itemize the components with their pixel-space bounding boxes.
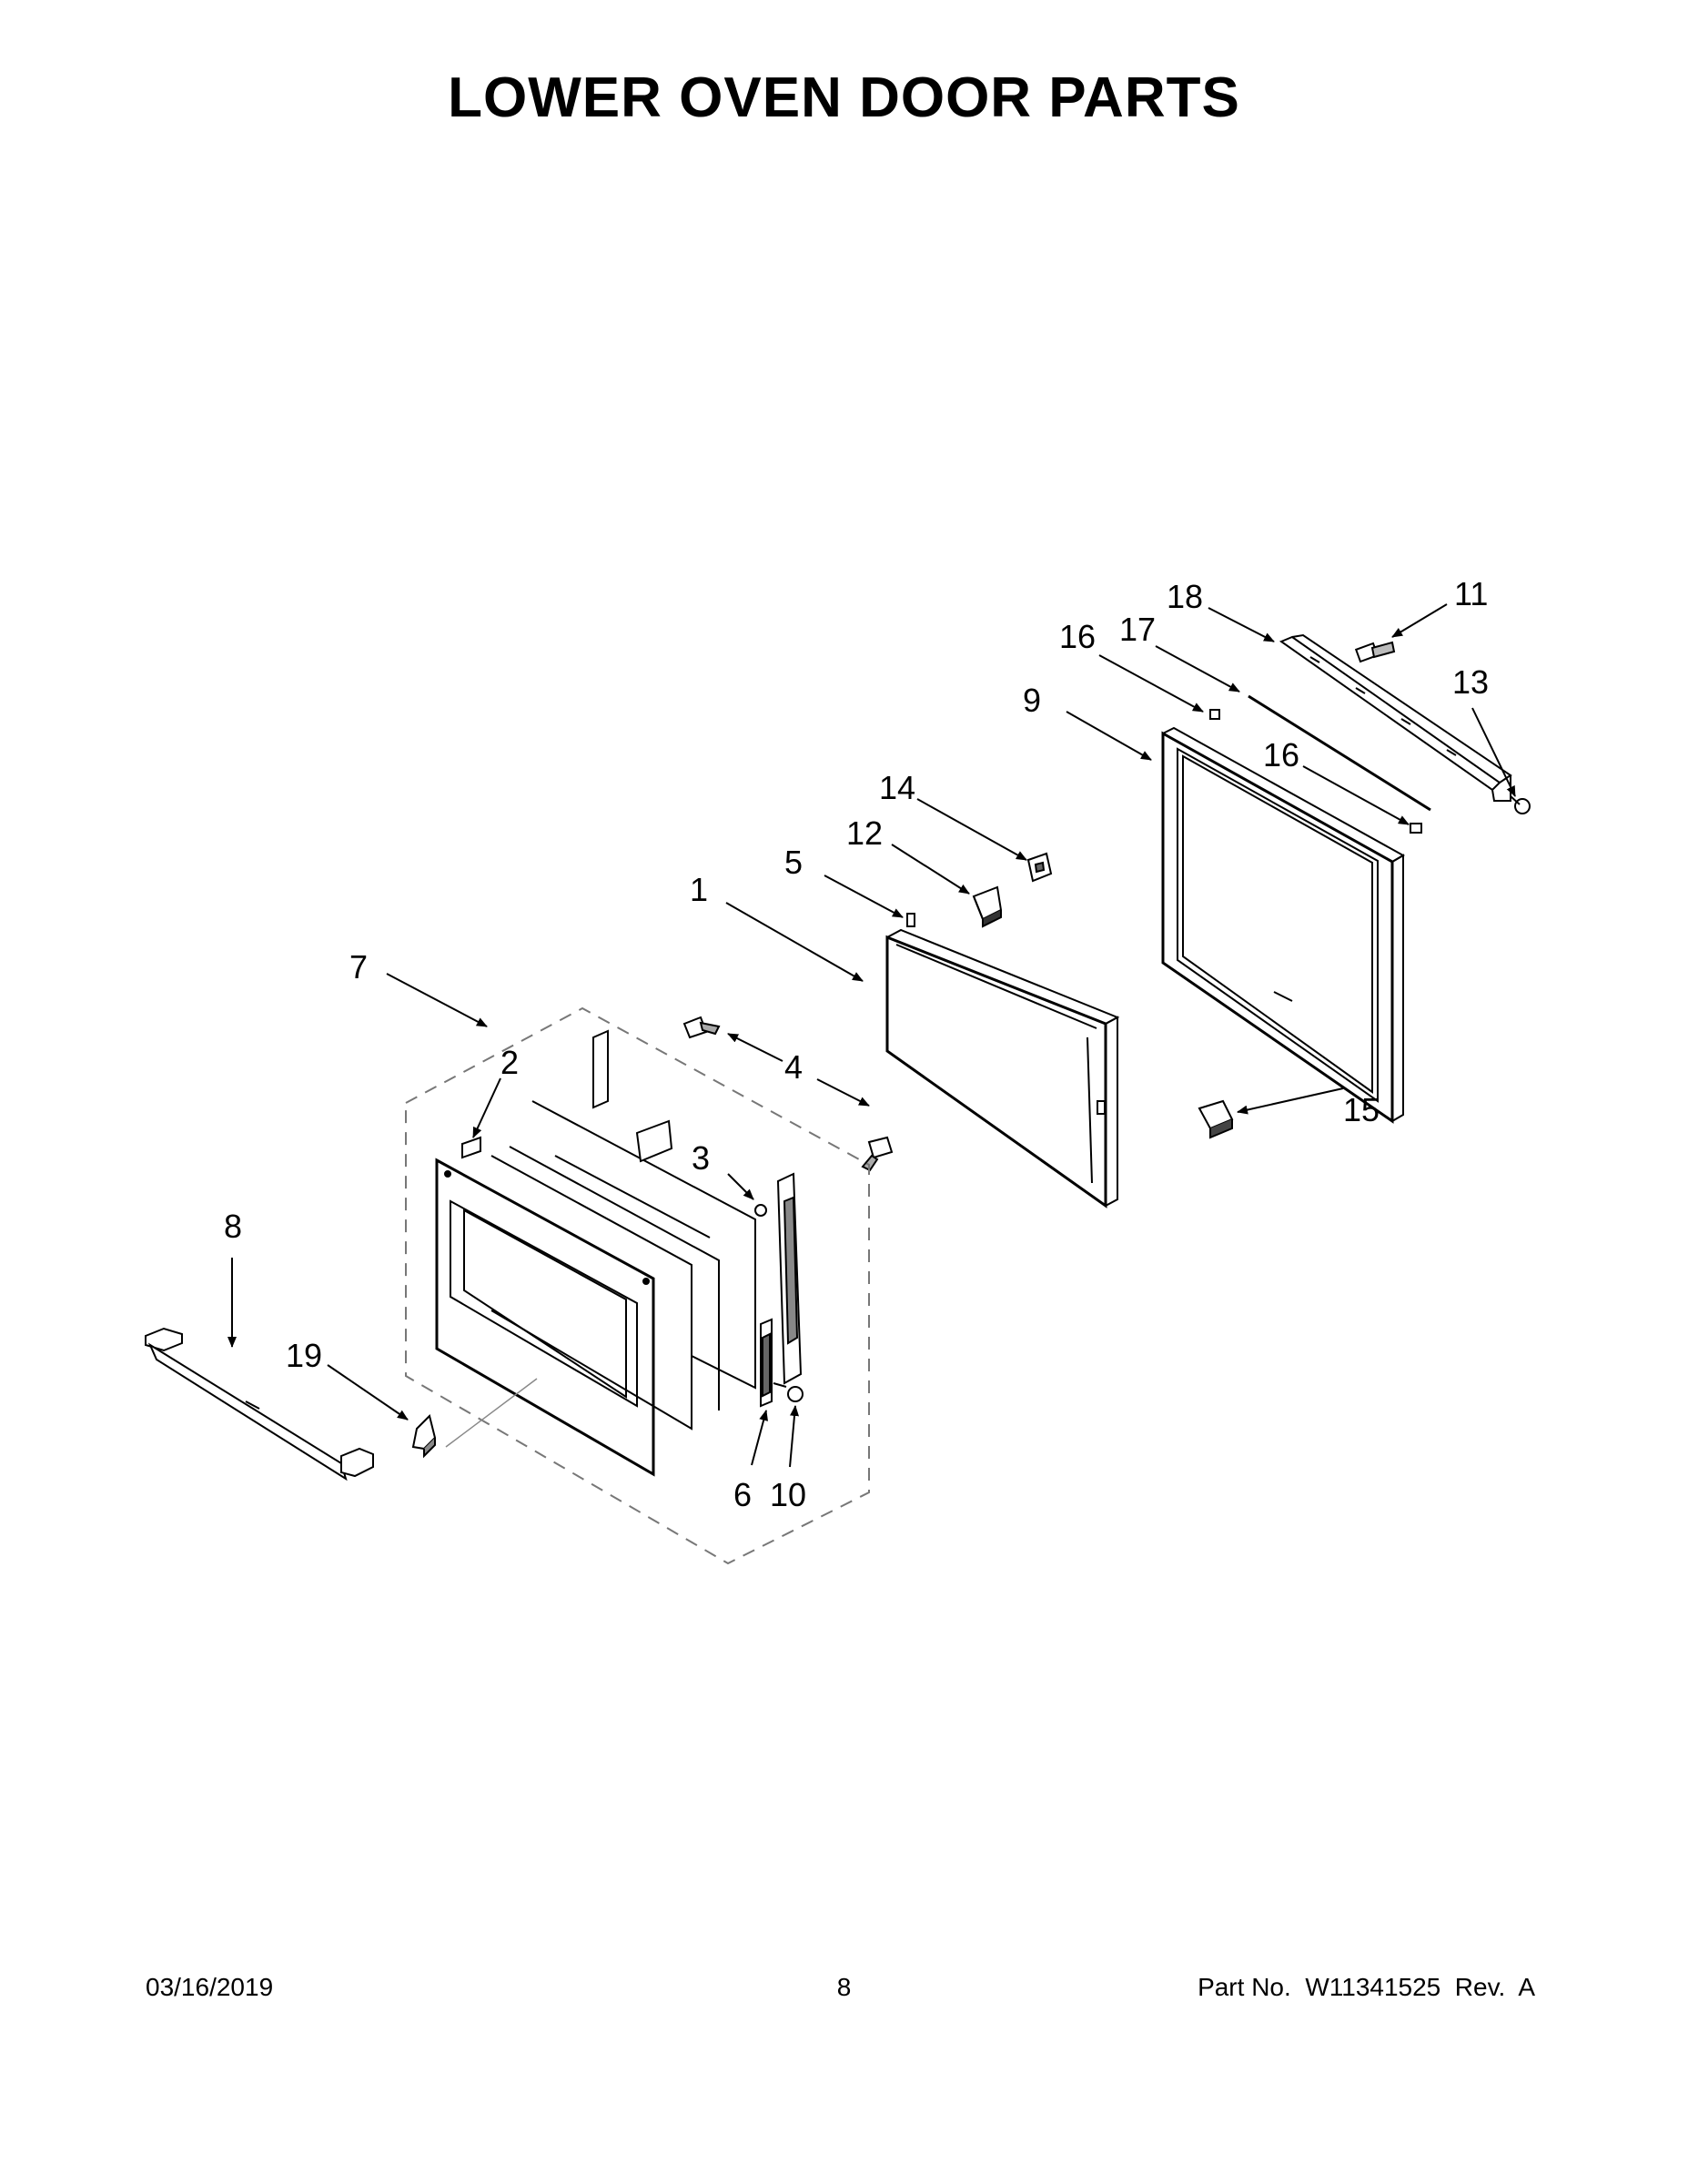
callout-16-upper: 16: [1059, 618, 1096, 655]
part-17-rod: [1248, 694, 1431, 812]
callout-5: 5: [784, 844, 803, 881]
callout-arrows: [227, 603, 1516, 1468]
part-19-end-cap: [411, 1414, 437, 1459]
callout-19: 19: [286, 1337, 322, 1374]
callout-15: 15: [1343, 1091, 1380, 1128]
callout-14: 14: [879, 769, 915, 806]
footer-date: 03/16/2019: [146, 1973, 274, 2001]
callout-4: 4: [784, 1048, 803, 1086]
part-1-inner-panel: [885, 928, 1120, 1208]
part-2-label: [461, 1136, 481, 1159]
part-13-screw: [1510, 795, 1531, 814]
part-14-clip: [1026, 852, 1053, 883]
part-4-screw-lower: [861, 1136, 894, 1172]
callout-16-lower: 16: [1263, 736, 1299, 774]
callout-8: 8: [224, 1208, 242, 1245]
callout-12: 12: [846, 814, 883, 852]
leader-line: [445, 1378, 538, 1448]
part-16-pad-upper: [1209, 709, 1220, 720]
part-4-screw-upper: [682, 1016, 721, 1039]
callout-17: 17: [1119, 611, 1156, 648]
part-7-hinge-upper: [592, 1029, 673, 1163]
callout-10: 10: [770, 1476, 806, 1513]
part-6-hinge: [760, 1318, 773, 1408]
callout-13: 13: [1452, 663, 1489, 701]
page-title: LOWER OVEN DOOR PARTS: [448, 66, 1240, 129]
part-10-screw: [773, 1382, 804, 1402]
footer-page-number: 8: [836, 1973, 852, 2001]
part-3-grommet: [754, 1204, 767, 1217]
part-7-outer-panel: [435, 1158, 655, 1477]
part-16-pad-lower: [1410, 823, 1422, 834]
callout-11: 11: [1454, 575, 1488, 612]
callout-6: 6: [733, 1476, 752, 1513]
part-8-handle: [145, 1327, 374, 1481]
part-7-assembly-outline: [405, 1006, 870, 1565]
part-5-pad: [906, 913, 915, 927]
callout-9: 9: [1023, 682, 1041, 719]
callout-18: 18: [1167, 578, 1203, 615]
part-15-stop: [1198, 1099, 1234, 1139]
callout-1: 1: [690, 871, 708, 908]
callout-3: 3: [692, 1139, 710, 1177]
part-12-latch: [972, 885, 1003, 928]
part-11-screw: [1354, 641, 1396, 663]
callout-2: 2: [500, 1044, 519, 1081]
part-7-side-rail: [776, 1172, 803, 1385]
part-9-door-frame: [1161, 726, 1406, 1124]
part-18-vent-bracket: [1279, 633, 1512, 802]
callout-7: 7: [349, 948, 368, 986]
footer-part-number: Part No. W11341525 Rev. A: [1198, 1973, 1535, 2001]
